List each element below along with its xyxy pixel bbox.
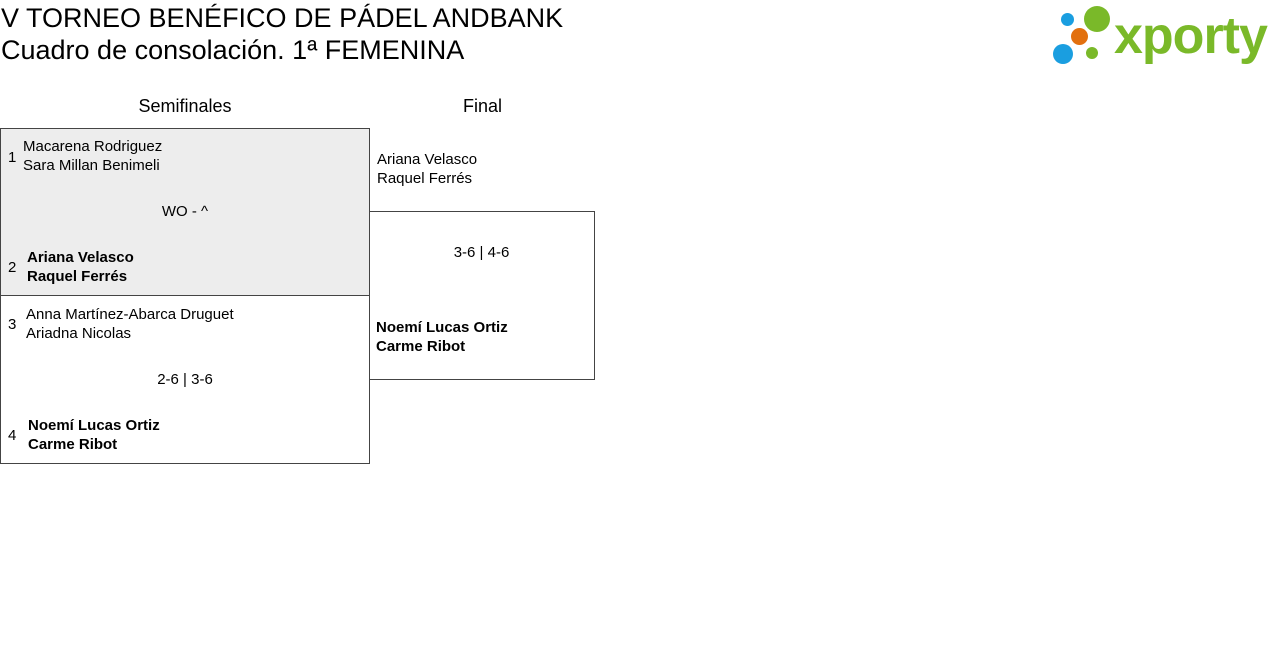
player: Ariana Velasco (27, 249, 134, 266)
player: Raquel Ferrés (377, 170, 473, 187)
player: Raquel Ferrés (27, 268, 128, 285)
seed: 1 (8, 149, 17, 166)
round-header-semifinals: Semifinales (138, 96, 232, 116)
xporty-logo: xporty (1050, 4, 1276, 66)
player: Carme Ribot (28, 436, 118, 453)
player: Ariana Velasco (377, 151, 478, 168)
seed: 2 (8, 259, 17, 276)
player: Noemí Lucas Ortiz (376, 319, 508, 336)
player: Carme Ribot (376, 338, 466, 355)
seed: 4 (8, 427, 17, 444)
match-score: 3-6 | 4-6 (453, 244, 510, 261)
match-score: WO - ^ (161, 203, 209, 220)
player: Ariadna Nicolas (26, 325, 132, 342)
round-header-final: Final (462, 96, 502, 116)
seed: 3 (8, 316, 17, 333)
page-subtitle: Cuadro de consolación. 1ª FEMENINA (1, 35, 465, 65)
player: Noemí Lucas Ortiz (28, 417, 160, 434)
player: Macarena Rodriguez (23, 138, 163, 155)
player: Anna Martínez-Abarca Druguet (26, 306, 234, 323)
match-score: 2-6 | 3-6 (157, 371, 213, 388)
page-title: V TORNEO BENÉFICO DE PÁDEL ANDBANK (1, 3, 564, 33)
player: Sara Millan Benimeli (23, 157, 160, 174)
